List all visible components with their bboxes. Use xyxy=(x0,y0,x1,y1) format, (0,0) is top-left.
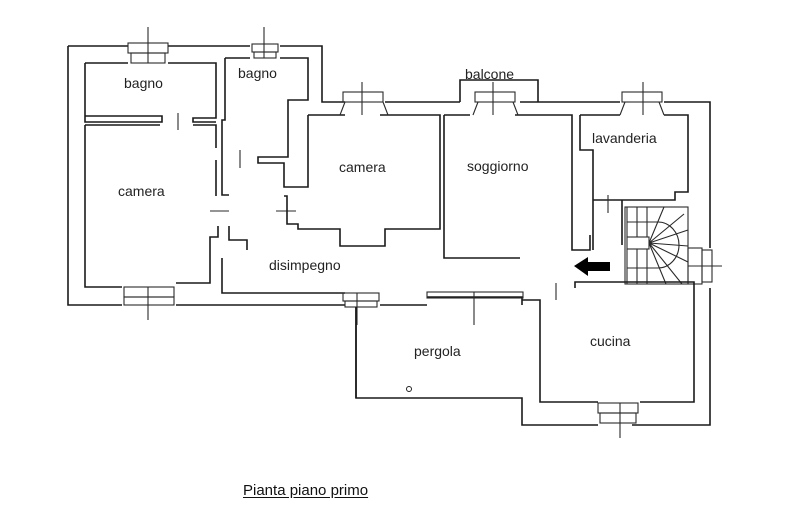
windows xyxy=(123,27,722,438)
room-label-cucina: cucina xyxy=(590,333,631,349)
spiral-staircase-icon xyxy=(624,206,689,285)
arrow-left-icon xyxy=(574,257,610,276)
room-label-disimpegno: disimpegno xyxy=(269,257,341,273)
room-label-bagno-1: bagno xyxy=(124,75,163,91)
room-label-balcone: balcone xyxy=(465,66,514,82)
bagno-1-walls xyxy=(84,62,217,130)
camera-1-walls xyxy=(84,124,345,294)
room-label-bagno-2: bagno xyxy=(238,65,277,81)
pergola-cucina-walls xyxy=(355,281,695,403)
room-label-camera-1: camera xyxy=(118,183,165,199)
soggiorno-walls xyxy=(443,114,689,259)
outer-walls xyxy=(67,45,711,426)
bagno-2-walls xyxy=(221,57,441,247)
room-label-pergola: pergola xyxy=(414,343,461,359)
room-label-soggiorno: soggiorno xyxy=(467,158,529,174)
plan-title: Pianta piano primo xyxy=(243,482,369,499)
room-label-lavanderia: lavanderia xyxy=(592,130,657,146)
room-label-camera-2: camera xyxy=(339,159,386,175)
